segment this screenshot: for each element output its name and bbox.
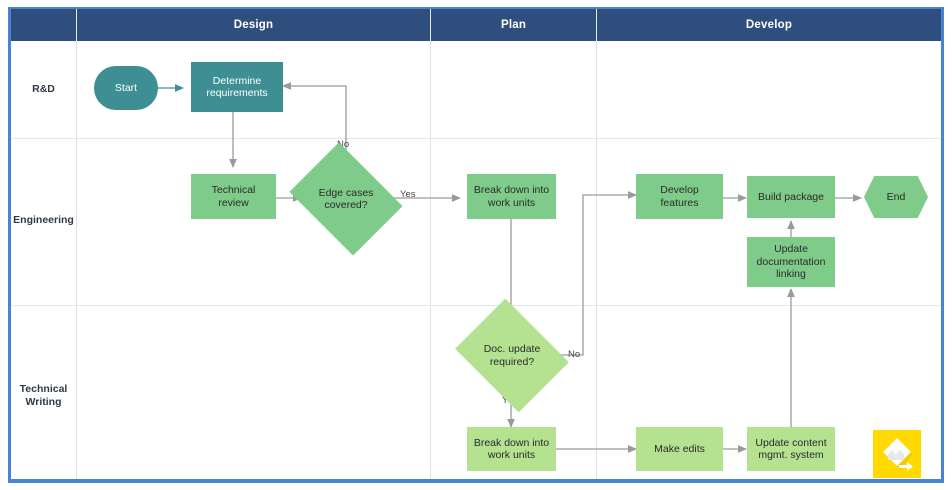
node-technical-review-line1: Technical xyxy=(211,184,256,196)
node-build-package[interactable]: Build package xyxy=(747,176,835,218)
lane-column-divider-2 xyxy=(430,41,431,479)
node-determine-requirements-line2: requirements xyxy=(206,87,268,99)
node-end-label: End xyxy=(886,191,906,203)
node-determine-requirements-line1: Determine xyxy=(212,74,262,87)
node-update-cms-line2: mgmt. system xyxy=(758,449,824,461)
lucidchart-logo-glyph xyxy=(883,438,913,471)
node-technical-review[interactable]: Technical review xyxy=(191,174,276,219)
node-end[interactable]: End xyxy=(864,176,928,218)
node-break-down-technical-writing[interactable]: Break down into work units xyxy=(467,427,556,471)
node-edge-cases-covered[interactable]: Edge cases covered? xyxy=(289,142,403,256)
node-update-documentation-line2: documentation xyxy=(756,255,826,268)
phase-divider-3 xyxy=(596,9,597,41)
node-develop-features-line1: Develop xyxy=(660,184,699,196)
node-break-down-engineering-line1: Break down into xyxy=(473,184,550,196)
node-start[interactable]: Start xyxy=(94,66,158,110)
lane-column-divider-3 xyxy=(596,41,597,479)
edge-label-doc-update-no: No xyxy=(568,349,581,360)
edge-label-edge-cases-yes: Yes xyxy=(400,189,416,200)
node-update-documentation-linking[interactable]: Update documentation linking xyxy=(747,237,835,287)
node-develop-features-line2: features xyxy=(660,196,699,209)
node-update-content-mgmt-system[interactable]: Update content mgmt. system xyxy=(747,427,835,471)
phase-header-develop: Develop xyxy=(745,19,793,31)
node-build-package-label: Build package xyxy=(758,190,824,203)
phase-header-band: Design Plan Develop xyxy=(11,9,941,41)
lane-row-divider-2 xyxy=(11,305,941,306)
node-start-label: Start xyxy=(114,81,138,94)
node-update-cms-line1: Update content xyxy=(755,436,827,449)
node-break-down-engineering-line2: work units xyxy=(487,196,536,209)
lane-label-technical-writing: Technical Writing xyxy=(11,383,76,409)
lane-label-rnd: R&D xyxy=(32,83,55,95)
phase-header-design: Design xyxy=(233,19,274,31)
node-make-edits-label: Make edits xyxy=(654,442,705,455)
lucidchart-logo-icon xyxy=(873,430,921,478)
node-doc-update-required[interactable]: Doc. update required? xyxy=(455,298,569,413)
node-doc-update-line2: required? xyxy=(489,355,535,368)
lane-label-engineering: Engineering xyxy=(13,214,74,226)
node-edge-cases-label: Edge cases covered? xyxy=(319,187,374,212)
node-edge-cases-line2: covered? xyxy=(324,199,368,211)
node-technical-review-line2: review xyxy=(218,196,249,209)
node-determine-requirements[interactable]: Determine requirements xyxy=(191,62,283,112)
node-develop-features[interactable]: Develop features xyxy=(636,174,723,219)
node-update-documentation-line1: Update xyxy=(774,243,808,256)
node-edge-cases-line1: Edge cases xyxy=(318,186,374,199)
phase-divider-1 xyxy=(76,9,77,41)
lane-column-divider-1 xyxy=(76,41,77,479)
lane-row-divider-1 xyxy=(11,138,941,139)
node-break-down-engineering[interactable]: Break down into work units xyxy=(467,174,556,219)
phase-header-plan: Plan xyxy=(500,19,527,31)
phase-divider-2 xyxy=(430,9,431,41)
lane-label-technical-writing-line2: Writing xyxy=(25,396,62,408)
node-break-down-tw-line1: Break down into xyxy=(473,436,550,449)
node-doc-update-line1: Doc. update xyxy=(483,343,541,355)
lane-label-technical-writing-line1: Technical xyxy=(19,383,68,395)
node-update-documentation-line3: linking xyxy=(776,268,806,281)
node-break-down-tw-line2: work units xyxy=(487,449,536,461)
node-make-edits[interactable]: Make edits xyxy=(636,427,723,471)
node-doc-update-label: Doc. update required? xyxy=(484,343,541,368)
swimlane-frame: Design Plan Develop R&D Engineering Tech… xyxy=(8,7,944,483)
edge-label-edge-cases-no: No xyxy=(337,139,350,150)
